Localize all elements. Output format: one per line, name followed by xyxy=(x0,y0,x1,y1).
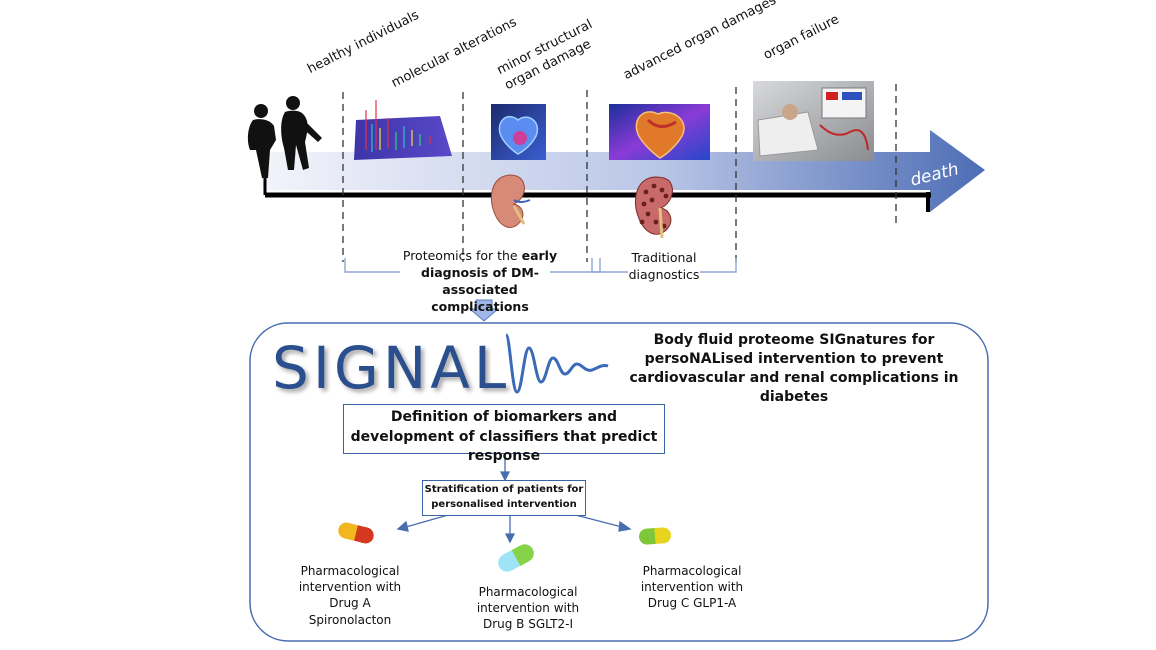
intervention-drug-b: Pharmacological intervention with Drug B… xyxy=(476,585,580,632)
definition-box: Definition of biomarkers and development… xyxy=(343,404,665,464)
proteomics-bold: early diagnosis of DM-associated complic… xyxy=(421,248,558,314)
signal-logo: SIGNAL xyxy=(272,334,511,402)
signal-wave-icon xyxy=(504,333,609,394)
proteomics-prefix: Proteomics for the xyxy=(402,248,522,263)
kidney-healthy-icon xyxy=(490,174,531,228)
heart-image-minor xyxy=(491,104,546,160)
signal-panel xyxy=(249,322,989,642)
heart-image-advanced xyxy=(609,104,710,160)
proteomics-spectrum-image xyxy=(354,100,452,160)
down-arrow-icon xyxy=(468,299,500,322)
kidney-damaged-icon xyxy=(634,176,673,239)
pill-drug-b-icon xyxy=(498,544,534,572)
stratification-text: Stratification of patients for personali… xyxy=(424,484,584,510)
definition-text: Definition of biomarkers and development… xyxy=(350,409,658,465)
intervention-drug-c: Pharmacological intervention with Drug C… xyxy=(640,564,744,611)
traditional-bracket xyxy=(591,258,737,273)
pill-drug-a-icon xyxy=(338,522,374,544)
stage-separators xyxy=(342,84,897,262)
signal-title: Body fluid proteome SIGnatures for perso… xyxy=(629,332,959,405)
intervention-drug-a: Pharmacological intervention with Drug A… xyxy=(298,564,402,627)
pill-drug-c-icon xyxy=(639,527,671,545)
stratification-box: Stratification of patients for personali… xyxy=(422,480,586,516)
hospital-patient-image xyxy=(753,81,874,161)
traditional-diagnostics-text: Traditional diagnostics xyxy=(628,250,700,282)
proteomics-text: Proteomics for the early diagnosis of DM… xyxy=(400,248,560,316)
people-silhouette-icon xyxy=(247,96,322,178)
